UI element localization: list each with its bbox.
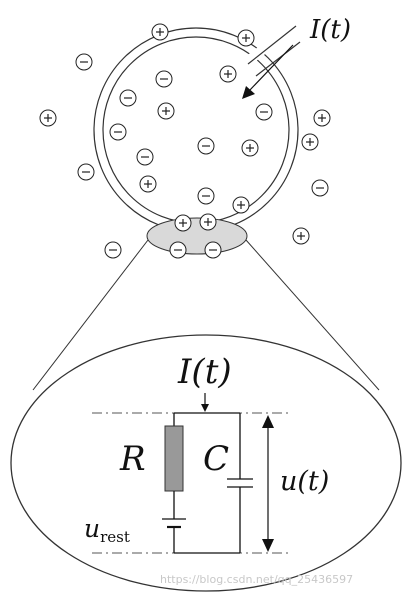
negative-ion — [119, 89, 137, 107]
negative-ion — [155, 70, 173, 88]
resistor — [164, 425, 184, 492]
positive-ion — [241, 139, 259, 157]
negative-ion — [104, 241, 122, 259]
voltage-label: u(t) — [280, 466, 329, 497]
negative-ion — [77, 163, 95, 181]
current-label-circuit: I(t) — [177, 352, 232, 392]
negative-ion — [136, 148, 154, 166]
negative-ion — [255, 103, 273, 121]
positive-ion — [301, 133, 319, 151]
negative-ion — [109, 123, 127, 141]
negative-ion — [197, 137, 215, 155]
positive-ion — [139, 175, 157, 193]
positive-ion — [219, 65, 237, 83]
current-arrow — [242, 44, 294, 99]
positive-ion — [151, 23, 169, 41]
ion-channel — [231, 25, 301, 77]
capacitor-label: C — [203, 439, 229, 479]
membrane-patch — [146, 217, 248, 255]
rest-potential-label: urest — [84, 514, 130, 546]
voltage-arrow — [262, 415, 274, 552]
current-label-top: I(t) — [309, 15, 351, 45]
positive-ion — [174, 214, 192, 232]
circuit — [92, 393, 290, 554]
positive-ion — [39, 109, 57, 127]
rest-potential-symbol: u — [84, 514, 100, 543]
watermark: https://blog.csdn.net/qq_25436597 — [160, 573, 353, 586]
resistor-label: R — [119, 439, 146, 479]
zoom-line-right — [245, 239, 380, 391]
zoom-line-left — [32, 239, 149, 391]
positive-ion — [199, 213, 217, 231]
rest-potential-subscript: rest — [100, 528, 130, 546]
ions-layer — [39, 23, 331, 259]
positive-ion — [292, 227, 310, 245]
positive-ion — [237, 29, 255, 47]
positive-ion — [313, 109, 331, 127]
negative-ion — [169, 241, 187, 259]
zoom-ellipse — [10, 334, 402, 592]
negative-ion — [311, 179, 329, 197]
positive-ion — [157, 102, 175, 120]
positive-ion — [232, 196, 250, 214]
negative-ion — [75, 53, 93, 71]
negative-ion — [204, 241, 222, 259]
negative-ion — [197, 187, 215, 205]
